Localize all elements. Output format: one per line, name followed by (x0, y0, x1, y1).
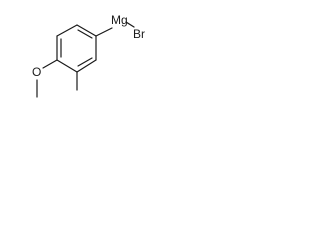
mg-to-br-bond (125, 21, 135, 28)
mg-atom-label: Mg (111, 13, 128, 27)
ring-to-o-bond (42, 59, 58, 69)
ring-to-mg-bond (95, 27, 113, 37)
ring-double-bond-1 (77, 29, 93, 39)
ring-double-bond-2 (77, 57, 93, 67)
br-atom-label: Br (133, 27, 145, 41)
chemical-structure: Mg Br O (32, 13, 145, 98)
oxygen-atom-label: O (32, 65, 41, 79)
ring-bond-3 (76, 59, 97, 73)
benzene-ring (56, 24, 97, 73)
ring-bond-4 (56, 59, 78, 73)
ring-bond-6 (56, 24, 78, 37)
ring-bond-1 (76, 24, 97, 37)
